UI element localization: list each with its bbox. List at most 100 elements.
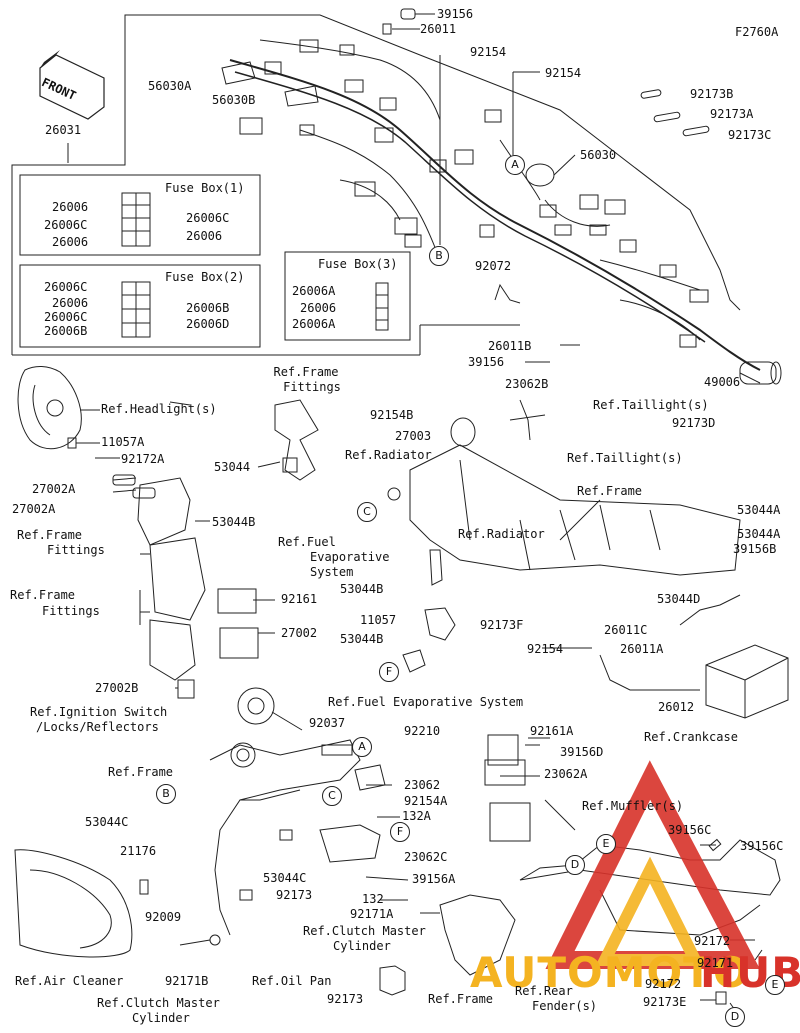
callout-b-top: B [429, 246, 449, 266]
part-27002A: 27002A [12, 502, 56, 516]
part-92037: 92037 [309, 716, 346, 730]
part-27003: 27003 [395, 429, 432, 443]
fuse-box-2-title: Fuse Box(2) [165, 270, 245, 284]
part-39156A: 39156A [412, 872, 456, 886]
part-92210: 92210 [404, 724, 441, 738]
part-53044: 53044 [214, 460, 251, 474]
ref-clutch-1: Ref.Clutch Master [303, 924, 426, 938]
fuse-2-left-1: 26006C [44, 280, 88, 294]
part-21176: 21176 [120, 844, 157, 858]
part-92072: 92072 [475, 259, 512, 273]
figure-code: F2760A [735, 25, 779, 39]
part-56030: 56030 [580, 148, 617, 162]
part-92173: 92173 [327, 992, 364, 1006]
fuse-3-1: 26006A [292, 284, 336, 298]
callout-f-lower: F [390, 822, 410, 842]
ref-fuel-evap-1: Ref.Fuel [278, 535, 336, 549]
part-39156D: 39156D [560, 745, 604, 759]
part-92173E: 92173E [643, 995, 687, 1009]
part-53044C: 53044C [85, 815, 129, 829]
part-26011A: 26011A [620, 642, 664, 656]
part-53044A: 53044A [737, 503, 781, 517]
part-92154: 92154 [545, 66, 582, 80]
ref-rear-fender-1: Ref.Rear [515, 984, 573, 998]
part-39156C: 39156C [740, 839, 784, 853]
fuse-2-right-1: 26006B [186, 301, 230, 315]
part-53044B: 53044B [340, 582, 384, 596]
ref-frame-fittings-left-1b: Fittings [47, 543, 105, 557]
fuse-2-left-4: 26006B [44, 324, 88, 338]
part-92009: 92009 [145, 910, 182, 924]
part-53044D: 53044D [657, 592, 701, 606]
ref-taillight: Ref.Taillight(s) [567, 451, 683, 465]
part-92173B: 92173B [690, 87, 734, 101]
part-27002A: 27002A [32, 482, 76, 496]
part-26011B: 26011B [488, 339, 532, 353]
fuse-1-left-2: 26006C [44, 218, 88, 232]
ref-frame-fittings-top-2: Fittings [283, 380, 341, 394]
ref-frame-lower: Ref.Frame [108, 765, 174, 779]
part-49006: 49006 [704, 375, 741, 389]
front-arrow-shape [39, 50, 105, 120]
part-27002: 27002 [281, 626, 318, 640]
ref-ignition-2: /Locks/Reflectors [36, 720, 159, 734]
part-23062C: 23062C [404, 850, 448, 864]
part-53044B: 53044B [212, 515, 256, 529]
ref-clutch-2: Ref.Clutch Master [97, 996, 220, 1010]
callout-f-mid: F [379, 662, 399, 682]
ref-muffler: Ref.Muffler(s) [582, 799, 684, 813]
part-53044C: 53044C [263, 871, 307, 885]
part-56030B: 56030B [212, 93, 256, 107]
fuse-1-left-1: 26006 [52, 200, 89, 214]
part-39156: 39156 [437, 7, 474, 21]
part-26031: 26031 [45, 123, 82, 137]
part-23062A: 23062A [544, 767, 588, 781]
ref-frame-bottom: Ref.Frame [428, 992, 494, 1006]
callout-e-mid: E [596, 834, 616, 854]
ref-frame-fittings-left-2b: Fittings [42, 604, 100, 618]
part-92173A: 92173A [710, 107, 754, 121]
part-53044B: 53044B [340, 632, 384, 646]
part-26011C: 26011C [604, 623, 648, 637]
callout-d-bottom: D [725, 1007, 745, 1027]
ref-rear-fender-2: Fender(s) [532, 999, 598, 1013]
ref-radiator: Ref.Radiator [345, 448, 432, 462]
fuse-1-right-2: 26006 [186, 229, 223, 243]
ref-fuel-evap-2: Evaporative [310, 550, 390, 564]
part-11057A: 11057A [101, 435, 145, 449]
callout-a-lower: A [352, 737, 372, 757]
ref-headlight: Ref.Headlight(s) [101, 402, 217, 416]
part-56030A: 56030A [148, 79, 192, 93]
callout-e-bottom: E [765, 975, 785, 995]
part-23062: 23062 [404, 778, 441, 792]
part-92172: 92172 [645, 977, 682, 991]
part-11057: 11057 [360, 613, 397, 627]
part-39156B: 39156B [733, 542, 777, 556]
fuse-2-left-3: 26006C [44, 310, 88, 324]
ref-fuel-evap-3: System [310, 565, 354, 579]
part-39156C: 39156C [668, 823, 712, 837]
part-92171B: 92171B [165, 974, 209, 988]
part-26011: 26011 [420, 22, 457, 36]
ref-taillight: Ref.Taillight(s) [593, 398, 709, 412]
watermark-text-automoto: AUTOMOTO [470, 948, 750, 997]
ref-clutch-1b: Cylinder [333, 939, 391, 953]
part-92154B: 92154B [370, 408, 414, 422]
part-53044A: 53044A [737, 527, 781, 541]
fuse-1-right-1: 26006C [186, 211, 230, 225]
part-92173F: 92173F [480, 618, 524, 632]
callout-c-mid: C [357, 502, 377, 522]
ref-radiator: Ref.Radiator [458, 527, 545, 541]
fuse-box-3-title: Fuse Box(3) [318, 257, 398, 271]
callout-a-top: A [505, 155, 525, 175]
ref-frame-mid: Ref.Frame [577, 484, 643, 498]
part-92161A: 92161A [530, 724, 574, 738]
part-92171A: 92171A [350, 907, 394, 921]
part-92173: 92173 [276, 888, 313, 902]
part-92154: 92154 [470, 45, 507, 59]
ref-frame-fittings-left-1: Ref.Frame [17, 528, 83, 542]
part-39156: 39156 [468, 355, 505, 369]
part-92172: 92172 [694, 934, 731, 948]
